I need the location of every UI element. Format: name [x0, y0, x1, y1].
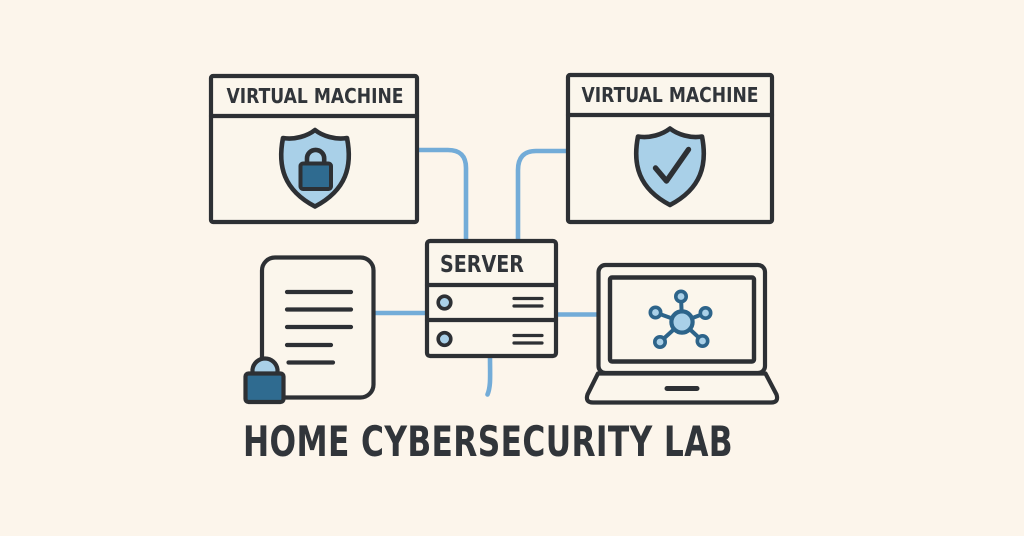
server-node: SERVER [424, 238, 559, 359]
network-hub-icon [648, 289, 713, 349]
hub-satellite-node [652, 334, 667, 349]
padlock-body [243, 371, 286, 405]
connector-vm-right-to-server [515, 148, 573, 243]
lock-shackle [304, 147, 327, 166]
hub-satellite-node [673, 289, 688, 304]
lock-body [298, 161, 333, 191]
connector-vm-left-to-server [412, 147, 469, 243]
vm-right-node: VIRTUAL MACHINE [565, 72, 775, 225]
padlock-icon [243, 356, 286, 405]
server-box [424, 238, 559, 359]
server-label: SERVER [440, 252, 524, 278]
vm-left-label: VIRTUAL MACHINE [227, 84, 404, 108]
shield-check-icon [633, 126, 707, 208]
vm-left-node: VIRTUAL MACHINE [208, 73, 420, 225]
shield-lock-icon [278, 127, 352, 209]
diagram-title: HOME CYBERSECURITY LAB [243, 417, 733, 466]
checkmark [652, 146, 692, 184]
server-rack-icon [436, 294, 544, 348]
server-led-2 [436, 330, 453, 348]
connector-server-down [485, 354, 493, 397]
hub-satellite-node [648, 305, 663, 320]
hub-satellite-node [698, 305, 713, 320]
connectors [371, 147, 603, 397]
hub-center-node [669, 309, 695, 335]
hub-satellite-node [695, 333, 710, 348]
vm-right-label: VIRTUAL MACHINE [582, 83, 759, 107]
server-led-1 [436, 294, 453, 311]
laptop-node [584, 262, 780, 405]
document-node [243, 255, 376, 405]
document-text-lines [284, 289, 354, 365]
